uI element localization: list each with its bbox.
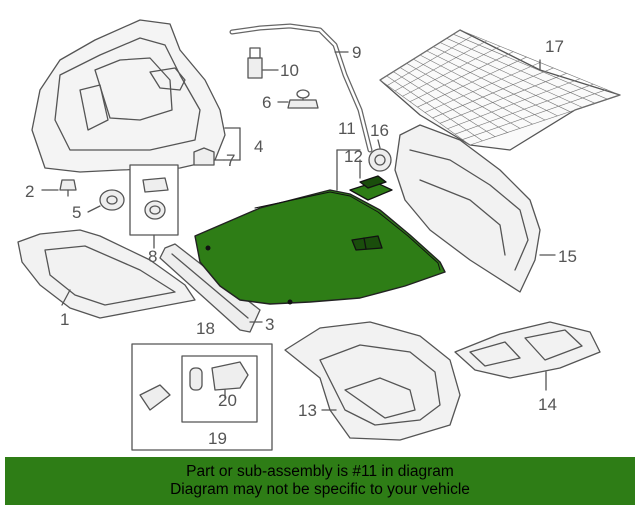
sill-plate-3: [159, 243, 263, 333]
storage-tray: [454, 321, 601, 391]
net-line: [454, 83, 594, 135]
callout-12: 12: [344, 147, 363, 166]
cargo-net: [379, 29, 621, 151]
diagram-canvas: 1 2 3 4 5 6 7 8 9 10 11 12 13 14 15 16 1…: [17, 19, 621, 451]
callout-5: 5: [72, 203, 81, 222]
callout-2: 2: [25, 182, 34, 201]
callout-8: 8: [148, 247, 157, 266]
callout-11: 11: [338, 119, 356, 138]
callout-6: 6: [262, 93, 271, 112]
banner-line-1: Part or sub-assembly is #11 in diagram: [186, 463, 454, 480]
quarter-trim-panel: [31, 19, 241, 173]
net-line: [469, 94, 621, 146]
clip-10: [247, 47, 279, 79]
callout-17: 17: [545, 37, 564, 56]
hooks-box-8: [129, 164, 179, 249]
trunk-side-trim: [394, 124, 556, 293]
lamp-box-18: [131, 343, 273, 451]
callout-4: 4: [254, 137, 263, 156]
grommet-5: [87, 189, 125, 213]
callout-15: 15: [558, 247, 577, 266]
info-banner: Part or sub-assembly is #11 in diagram D…: [5, 457, 635, 505]
callout-1: 1: [60, 310, 69, 329]
callout-10: 10: [280, 61, 299, 80]
callout-13: 13: [298, 401, 317, 420]
trunk-floor-mat: [194, 149, 446, 305]
banner-line-2: Diagram may not be specific to your vehi…: [170, 481, 470, 498]
bracket-6: [277, 89, 319, 109]
cap-16: [368, 139, 392, 172]
callout-14: 14: [538, 395, 557, 414]
callout-16: 16: [370, 121, 389, 140]
net-line: [462, 89, 607, 140]
callout-18: 18: [196, 319, 215, 338]
callout-19: 19: [208, 429, 227, 448]
callout-9: 9: [352, 43, 361, 62]
net-line: [453, 33, 608, 100]
callout-7: 7: [226, 151, 235, 170]
handle-12: [349, 159, 393, 201]
fastener-2: [41, 179, 77, 197]
retainer-7: [193, 147, 225, 166]
callout-labels: 1 2 3 4 5 6 7 8 9 10 11 12 13 14 15 16 1…: [25, 37, 577, 448]
side-panel-1: [17, 229, 196, 319]
callout-20: 20: [218, 391, 237, 410]
spare-tire-well: [284, 321, 461, 441]
callout-3: 3: [265, 315, 274, 334]
